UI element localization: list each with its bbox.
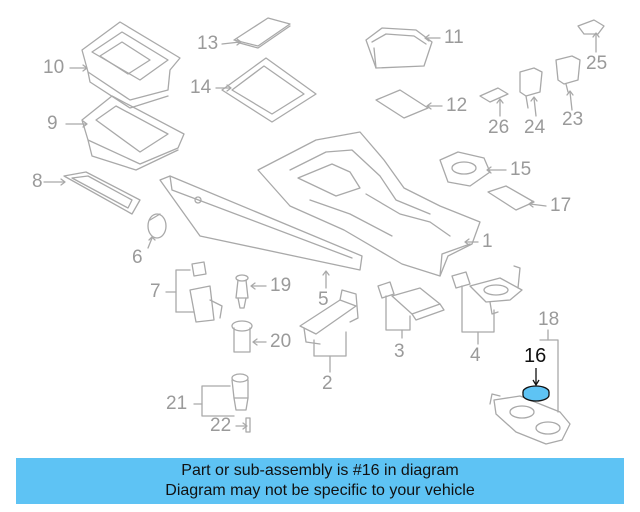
part-21-shape bbox=[231, 373, 249, 411]
part-11-shape bbox=[365, 27, 433, 69]
part-13-shape bbox=[233, 17, 291, 49]
label-part-25: 25 bbox=[586, 53, 608, 74]
part-9-shape bbox=[81, 95, 185, 171]
part-1-shape bbox=[257, 131, 481, 277]
part-10-shape bbox=[81, 21, 181, 109]
label-part-26: 26 bbox=[488, 117, 510, 138]
label-part-13: 13 bbox=[197, 33, 219, 54]
label-part-24: 24 bbox=[524, 117, 546, 138]
part-12-shape bbox=[375, 89, 429, 119]
label-part-8: 8 bbox=[32, 171, 43, 192]
label-part-4: 4 bbox=[470, 345, 481, 366]
info-banner: Part or sub-assembly is #16 in diagram D… bbox=[16, 458, 624, 504]
label-part-10: 10 bbox=[43, 57, 65, 78]
part-2-shape bbox=[299, 289, 359, 345]
label-part-5: 5 bbox=[318, 289, 329, 310]
label-part-20: 20 bbox=[270, 331, 292, 352]
part-8-shape bbox=[63, 171, 141, 215]
label-part-3: 3 bbox=[394, 341, 405, 362]
leader-lines bbox=[43, 32, 600, 430]
label-part-11: 11 bbox=[444, 27, 464, 48]
part-26-shape bbox=[479, 87, 509, 103]
label-part-18: 18 bbox=[538, 309, 560, 330]
part-3-shape bbox=[377, 281, 445, 321]
part-20-shape bbox=[231, 320, 253, 353]
label-part-19: 19 bbox=[270, 275, 292, 296]
label-part-16: 16 bbox=[524, 345, 547, 367]
label-part-9: 9 bbox=[47, 113, 58, 134]
parts-diagram bbox=[43, 17, 605, 445]
label-part-21: 21 bbox=[166, 393, 188, 414]
part-23-shape bbox=[555, 55, 581, 93]
banner-line-disclaimer: Diagram may not be specific to your vehi… bbox=[165, 482, 475, 499]
label-part-7: 7 bbox=[150, 281, 161, 302]
label-part-2: 2 bbox=[322, 373, 333, 394]
part-17-shape bbox=[487, 185, 535, 211]
part-14-shape bbox=[221, 57, 317, 123]
label-part-1: 1 bbox=[482, 231, 493, 252]
label-part-6: 6 bbox=[132, 247, 143, 268]
part-19-shape bbox=[235, 274, 249, 309]
label-part-22: 22 bbox=[210, 415, 232, 436]
label-part-15: 15 bbox=[510, 159, 532, 180]
part-7-shape bbox=[189, 261, 223, 323]
banner-line-part: Part or sub-assembly is #16 in diagram bbox=[181, 462, 459, 479]
part-25-shape bbox=[577, 19, 605, 35]
part-16-highlight bbox=[522, 368, 550, 402]
label-part-12: 12 bbox=[446, 95, 468, 116]
part-24-shape bbox=[519, 67, 543, 109]
part-4-shape bbox=[451, 265, 523, 315]
part-6-shape bbox=[147, 213, 167, 239]
part-5-shape bbox=[159, 175, 363, 271]
label-part-14: 14 bbox=[190, 77, 212, 98]
label-part-17: 17 bbox=[550, 195, 572, 216]
label-part-23: 23 bbox=[562, 109, 584, 130]
part-15-shape bbox=[439, 151, 491, 187]
